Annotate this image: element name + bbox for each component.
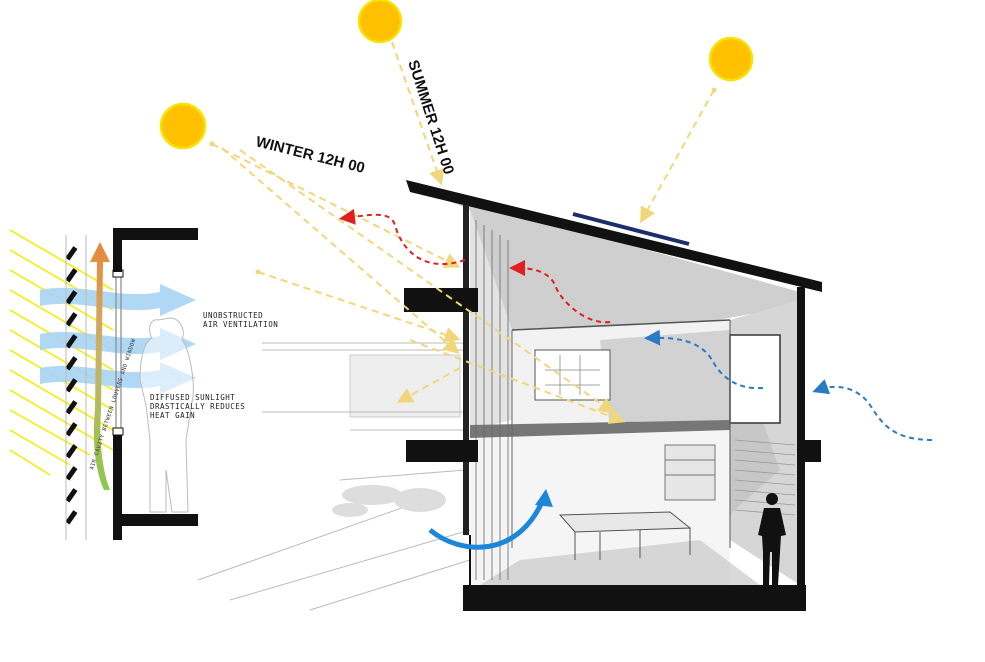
- person-outline-icon: [139, 317, 194, 513]
- summer-label: SUMMER 12H 00: [404, 58, 457, 177]
- background-plants: [332, 485, 446, 517]
- mid-floor-slab: [470, 420, 730, 438]
- right-wall-stub: [805, 440, 821, 462]
- hot-air-flow: [339, 208, 611, 324]
- cavity-airflow-arrow: [90, 242, 110, 490]
- diffused-label-line3: HEAT GAIN: [150, 411, 195, 420]
- facade-detail: [9, 228, 198, 540]
- lower-balcony-slab: [406, 440, 478, 462]
- unobstructed-label-line1: UNOBSTRUCTED: [203, 311, 263, 320]
- detail-wall-top: [113, 228, 198, 272]
- cool-air-flow: [644, 329, 933, 441]
- sun-icon: [357, 0, 403, 44]
- person-icon: [758, 493, 786, 585]
- detail-wall-bottom: [113, 435, 198, 540]
- sun-icon: [708, 36, 754, 82]
- left-wall-upper: [463, 205, 469, 535]
- unobstructed-label-line2: AIR VENTILATION: [203, 320, 278, 329]
- right-window: [729, 334, 781, 424]
- right-wall: [797, 287, 805, 597]
- solar-panel: [572, 212, 690, 246]
- winter-label: WINTER 12H 00: [254, 133, 366, 177]
- ground-slab: [463, 585, 806, 611]
- roof-underside: [412, 185, 800, 330]
- background-wing: [197, 342, 471, 611]
- roof: [406, 180, 822, 292]
- sun-rays: [211, 41, 715, 424]
- upper-balcony-slab: [404, 288, 478, 312]
- sun-icon: [159, 102, 207, 150]
- dining-table: [558, 511, 692, 560]
- detail-louvers: [65, 246, 78, 525]
- diffused-label-line2: DRASTICALLY REDUCES: [150, 402, 245, 411]
- facade-louvers: [475, 220, 509, 580]
- fresh-air-arrow: [428, 489, 553, 550]
- diffused-label-line1: DIFFUSED SUNLIGHT: [150, 393, 235, 402]
- house-section: [404, 180, 822, 611]
- kitchen-cabinet: [664, 444, 716, 501]
